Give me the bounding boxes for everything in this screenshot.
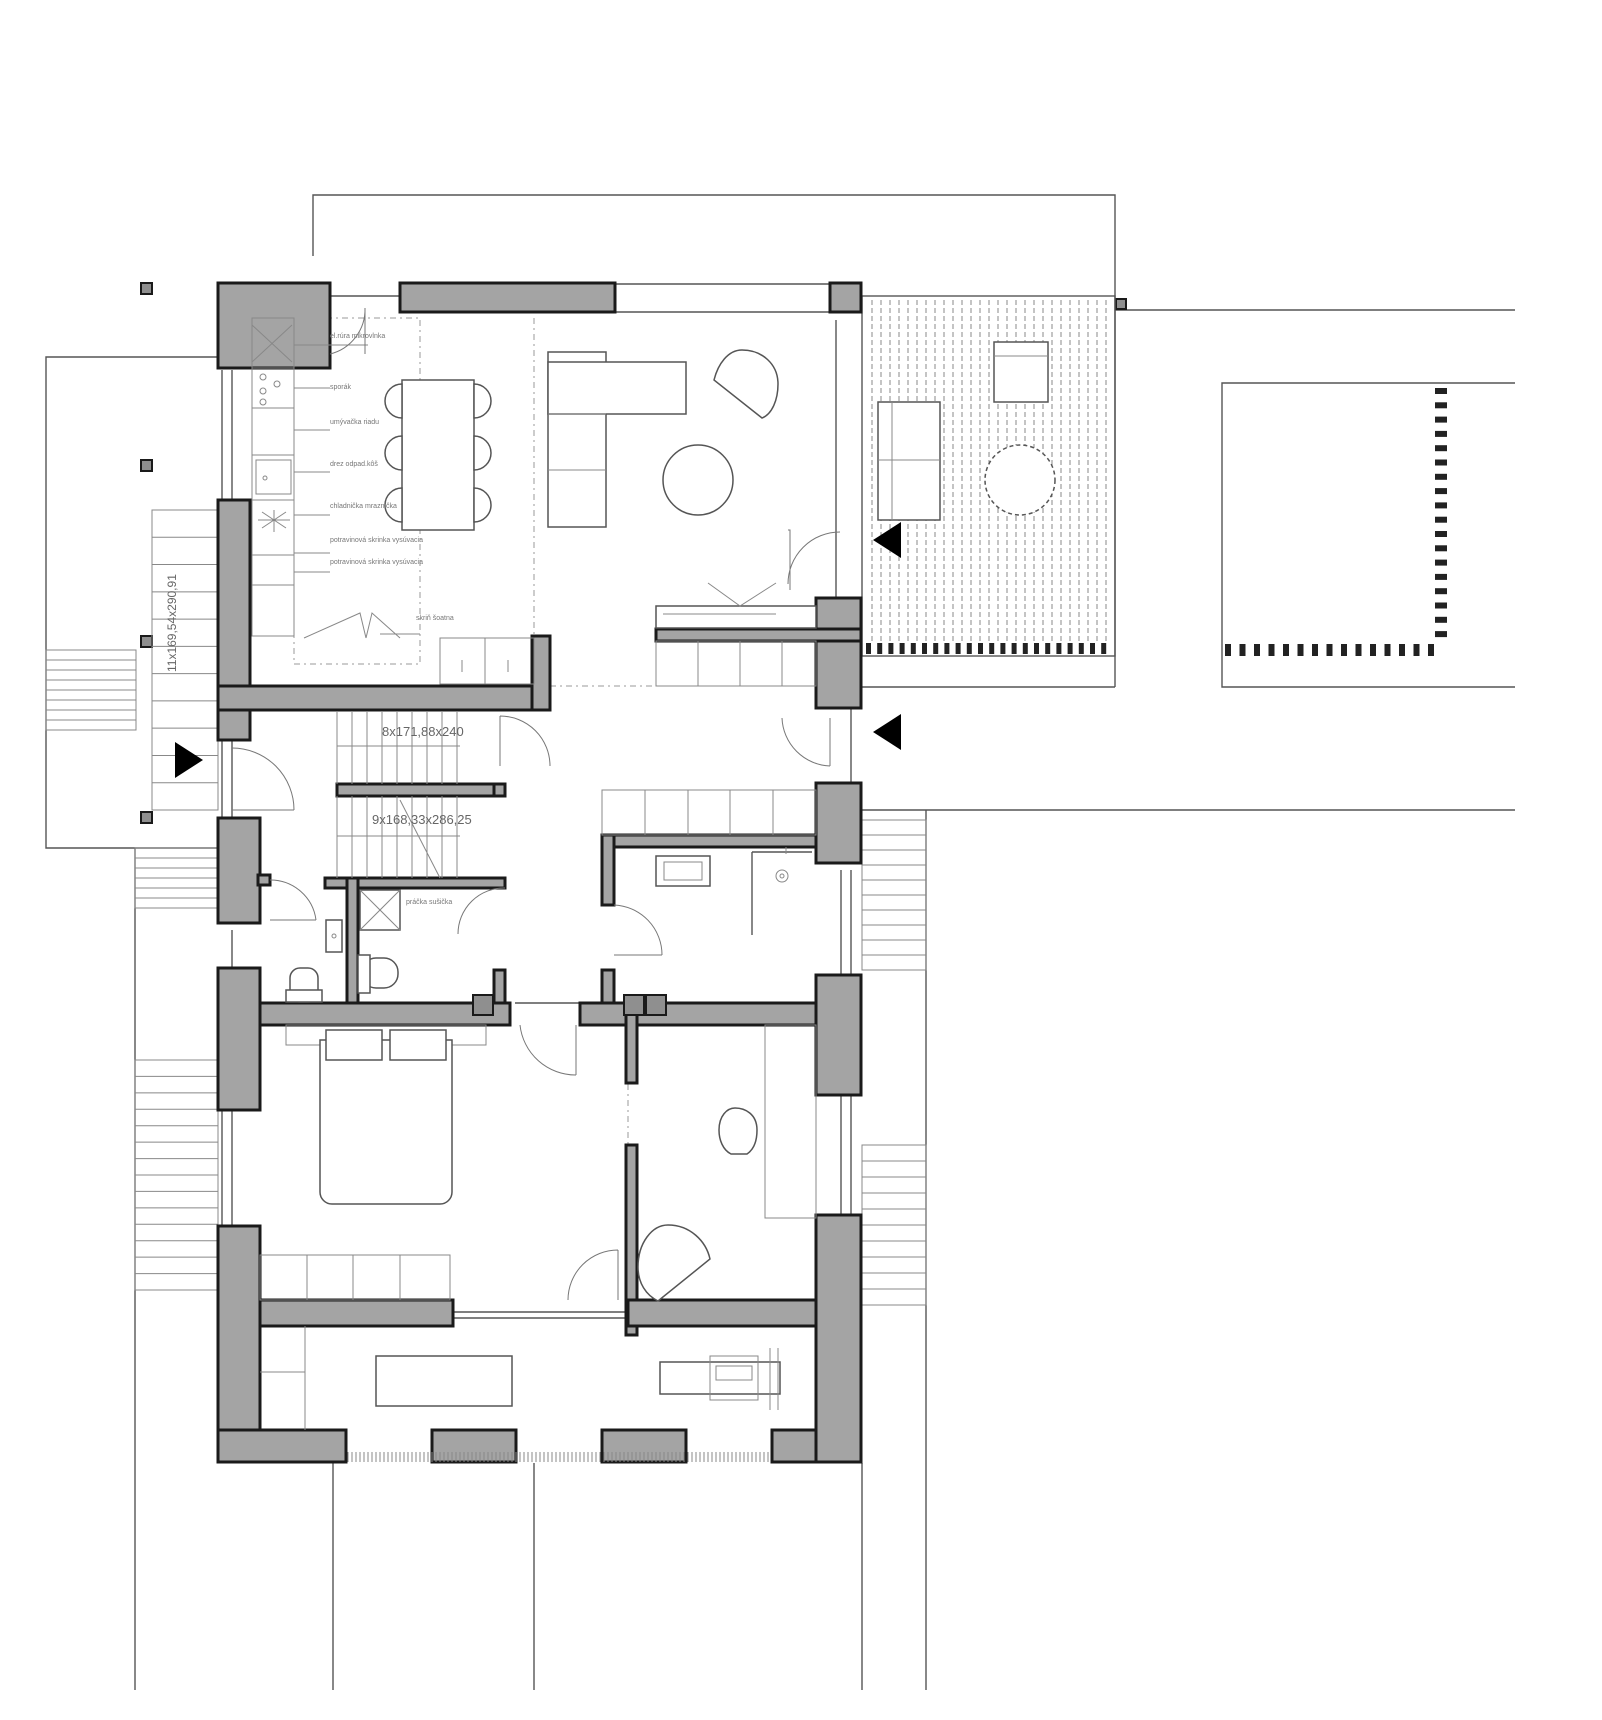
living-room [547, 349, 817, 687]
label-dishwasher: umývačka riadu [330, 419, 379, 426]
deck-post [888, 643, 894, 654]
pergola-beam [1428, 644, 1434, 656]
doors [231, 307, 841, 1301]
label-fridge: chladnička mraznička [330, 503, 397, 510]
pergola-beam [1435, 488, 1447, 495]
stair-upper-dimension: 8x171,88x240 [382, 724, 464, 739]
deck-post [989, 643, 995, 654]
pergola-beam [1239, 644, 1246, 656]
pergola-beam [1435, 430, 1447, 437]
deck-post [955, 643, 961, 654]
pergola-beam [1435, 545, 1447, 552]
pergola-beam [1413, 644, 1420, 656]
site-lines [45, 194, 1515, 1690]
pergola-beam [1435, 416, 1447, 423]
label-pantry-1: potravinová skrinka vysúvacia [330, 537, 423, 544]
deck-post [1101, 643, 1107, 654]
deck-post [944, 643, 950, 654]
deck-post [910, 643, 916, 654]
pergola-beam [1370, 644, 1376, 656]
deck-post [1090, 643, 1095, 654]
pergola-beam [1435, 631, 1447, 638]
entrance-arrows [175, 522, 901, 778]
deck-post [1034, 643, 1039, 654]
glazing [221, 283, 852, 1319]
pergola-beam [1435, 602, 1447, 609]
gym-room [260, 1326, 781, 1430]
exterior-stair-dimension: 11x169,54x290,91 [165, 574, 179, 672]
bedroom-1 [259, 1024, 487, 1301]
deck-post [978, 643, 983, 654]
deck-post [877, 643, 883, 654]
deck-post [1078, 643, 1084, 654]
label-foyer: skriň šoatna [416, 615, 454, 622]
deck-post [1011, 643, 1017, 654]
pergola-beam [1435, 445, 1447, 452]
pergola-beam [1435, 559, 1447, 566]
pergola-beam [1435, 402, 1447, 409]
entrance-arrow-west [175, 742, 203, 778]
deck-post [1056, 643, 1062, 654]
terrace-furniture [877, 341, 1056, 521]
bathroom [601, 789, 817, 935]
pergola-beam [1355, 644, 1362, 656]
bedroom-2 [637, 1024, 817, 1302]
pergola-beam [1399, 644, 1405, 656]
pergola-beam [1341, 644, 1347, 656]
label-microwave: el.rúra mikrovlnka [330, 333, 385, 340]
pergola-beam [1312, 644, 1318, 656]
label-sink: drez odpad.kôš [330, 461, 378, 468]
deck-post [922, 643, 927, 654]
deck-post [1067, 643, 1073, 654]
interior-stair [336, 712, 460, 879]
pergola-beam [1435, 573, 1447, 580]
pergola-beam [1384, 644, 1391, 656]
pergola-beam [1283, 644, 1289, 656]
facade-grille [347, 1452, 769, 1462]
deck-post [1022, 643, 1028, 654]
entrance-arrow-side [873, 714, 901, 750]
pergola-beam [1268, 644, 1275, 656]
exterior-stairs [45, 509, 927, 1306]
deck-post [1000, 643, 1006, 654]
pergola-beam [1225, 644, 1231, 656]
deck-post [933, 643, 939, 654]
deck-post [966, 643, 972, 654]
deck-post [899, 643, 905, 654]
entrance-arrow-terrace [873, 522, 901, 558]
pergola-beam [1435, 588, 1447, 595]
pergola-beam [1435, 388, 1447, 394]
walls [216, 281, 863, 1464]
wc-laundry: práčka sušička [285, 889, 452, 1003]
deck-post [1045, 643, 1051, 654]
pergola-beam [1435, 502, 1447, 509]
pergola-beam [1326, 644, 1333, 656]
pergola-beam [1435, 531, 1447, 537]
pergola-beam [1435, 616, 1447, 623]
label-stove: sporák [330, 384, 352, 391]
stair-line [399, 799, 441, 879]
deck-post [866, 643, 871, 654]
pergola-beam [1435, 516, 1447, 523]
pergola-beam [1435, 459, 1447, 466]
pergola-beams [1225, 388, 1447, 656]
pergola-beam [1254, 644, 1260, 656]
label-laundry: práčka sušička [406, 899, 452, 906]
pergola-beam [1435, 473, 1447, 480]
pergola-beam [1297, 644, 1304, 656]
stair-lower-dimension: 9x168,33x286,25 [372, 812, 472, 827]
kitchen: el.rúra mikrovlnka sporák umývačka riadu… [251, 317, 535, 685]
label-pantry-2: potravinová skrinka vysúvacia [330, 559, 423, 566]
